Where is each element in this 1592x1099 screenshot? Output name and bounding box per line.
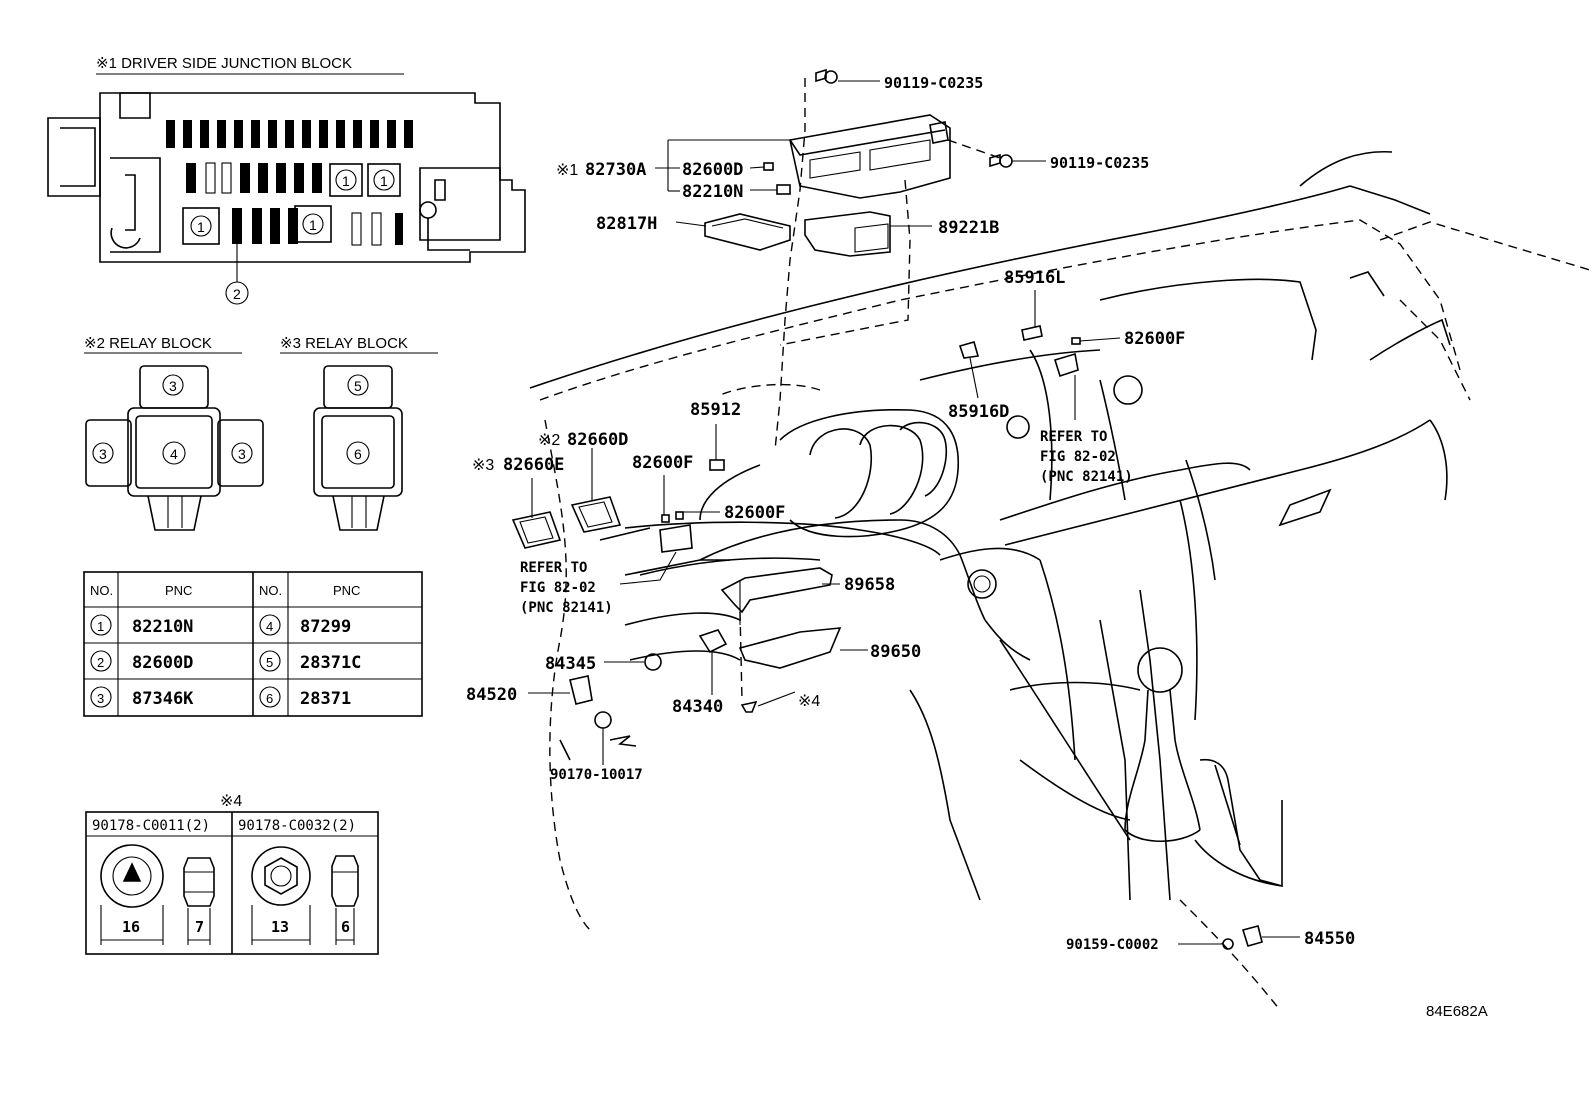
label-90170-10017: 90170-10017	[550, 767, 643, 783]
label-82600F-b: 82600F	[724, 503, 785, 523]
label-90159-C0002: 90159-C0002	[1066, 937, 1159, 953]
label-90119-top: 90119-C0235	[884, 74, 983, 92]
label-refer-right-2: FIG 82-02	[1040, 449, 1116, 465]
relay-block-2-section: ※2 RELAY BLOCK 3 4 3 3	[84, 335, 264, 531]
relay-2-circle: 3	[169, 378, 177, 394]
callout-labels: 90119-C0235 90119-C0235 ※1 82730A 82600D…	[466, 74, 1355, 953]
label-refer-left-1: REFER TO	[520, 560, 587, 576]
parts	[511, 68, 1263, 950]
label-refer-left-2: FIG 82-02	[520, 580, 596, 596]
junction-circle-label: 2	[233, 286, 241, 302]
relay-3-circle: 5	[354, 378, 362, 394]
label-82600F-a: 82600F	[632, 453, 693, 473]
pnc-row-pnc: 82210N	[132, 617, 193, 637]
label-refer-right-1: REFER TO	[1040, 429, 1107, 445]
label-90119-right: 90119-C0235	[1050, 154, 1149, 172]
label-89650: 89650	[870, 642, 921, 662]
label-82660D-prefix: ※2	[538, 432, 560, 449]
pnc-table: NO. PNC NO. PNC 1 82210N 4 87299 2 82600…	[83, 571, 423, 717]
label-junction-prefix: ※1	[556, 162, 578, 179]
relay-3-circle: 6	[354, 446, 362, 462]
pnc-header-pnc: PNC	[333, 583, 360, 598]
fastener-dim: 6	[341, 918, 350, 936]
label-82817H: 82817H	[596, 214, 657, 234]
junction-circle-label: 1	[309, 217, 317, 233]
pnc-row-no: 2	[97, 655, 104, 670]
label-82600F-right: 82600F	[1124, 329, 1185, 349]
relay-2-circle: 3	[99, 446, 107, 462]
fastener-dim: 13	[271, 918, 289, 936]
pnc-row-pnc: 87346K	[132, 689, 194, 709]
fastener-dim: 7	[195, 918, 204, 936]
relay-block-3-section: ※3 RELAY BLOCK 5 6	[280, 335, 438, 531]
label-85916D: 85916D	[948, 402, 1009, 422]
pnc-row-pnc: 87299	[300, 617, 351, 637]
relay-block-3-title: ※3 RELAY BLOCK	[280, 335, 408, 352]
fastener-title: ※4	[220, 793, 242, 810]
junction-block-section: ※1 DRIVER SIDE JUNCTION BLOCK	[47, 55, 526, 305]
junction-block-drawing: 1 1 1 1 2	[47, 92, 526, 305]
label-84550: 84550	[1304, 929, 1355, 949]
pnc-row-no: 3	[97, 691, 104, 706]
label-89658: 89658	[844, 575, 895, 595]
figure-code: 84E682A	[1426, 1003, 1488, 1020]
label-84345: 84345	[545, 654, 596, 674]
relay-2-circle: 3	[238, 446, 246, 462]
label-84340: 84340	[672, 697, 723, 717]
label-82660E: 82660E	[503, 455, 564, 475]
junction-block-title: ※1 DRIVER SIDE JUNCTION BLOCK	[96, 55, 352, 72]
fastener-right-header: 90178-C0032(2)	[238, 818, 356, 834]
fastener-left-header: 90178-C0011(2)	[92, 818, 210, 834]
label-82660D: 82660D	[567, 430, 628, 450]
label-refer-left-3: (PNC 82141)	[520, 600, 613, 616]
relay-block-3-drawing: 5 6	[313, 365, 403, 531]
label-note4: ※4	[798, 693, 820, 710]
fastener-table: ※4 90178-C0011(2) 90178-C0032(2) 16 7 13	[85, 793, 379, 955]
pnc-row-pnc: 28371	[300, 689, 351, 709]
label-82730A: 82730A	[585, 160, 646, 180]
pnc-row-no: 5	[266, 655, 273, 670]
pnc-header-pnc: PNC	[165, 583, 192, 598]
label-82660E-prefix: ※3	[472, 457, 494, 474]
label-84520: 84520	[466, 685, 517, 705]
junction-circle-label: 1	[342, 173, 350, 189]
label-82210N: 82210N	[682, 182, 743, 202]
relay-2-circle: 4	[170, 446, 178, 462]
dashboard-outline	[529, 150, 1591, 1011]
relay-block-2-title: ※2 RELAY BLOCK	[84, 335, 212, 352]
label-refer-right-3: (PNC 82141)	[1040, 469, 1133, 485]
pnc-row-pnc: 82600D	[132, 653, 193, 673]
junction-circle-label: 1	[380, 173, 388, 189]
pnc-row-pnc: 28371C	[300, 653, 361, 673]
label-82600D: 82600D	[682, 160, 743, 180]
fastener-dim: 16	[122, 918, 140, 936]
junction-circle-label: 1	[197, 219, 205, 235]
label-85916L: 85916L	[1004, 268, 1065, 288]
label-85912: 85912	[690, 400, 741, 420]
relay-block-2-drawing: 3 4 3 3	[85, 365, 264, 531]
pnc-row-no: 6	[266, 691, 273, 706]
pnc-header-no: NO.	[90, 583, 113, 598]
pnc-row-no: 1	[97, 619, 104, 634]
pnc-header-no: NO.	[259, 583, 282, 598]
label-89221B: 89221B	[938, 218, 999, 238]
pnc-row-no: 4	[266, 619, 273, 634]
leader-lines	[528, 78, 1300, 945]
